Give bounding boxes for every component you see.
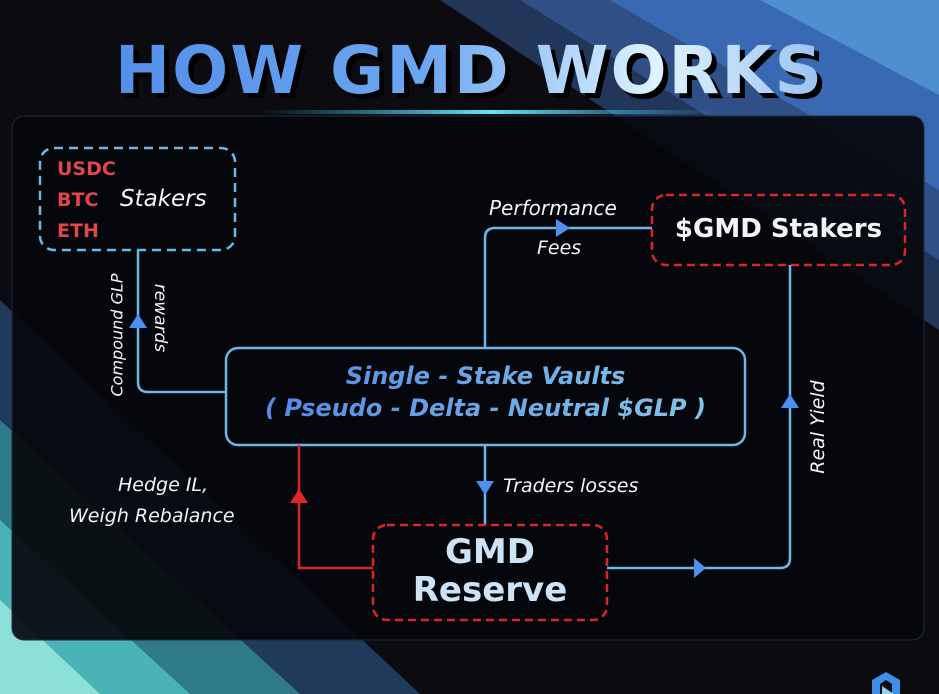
fees-connector <box>483 226 652 348</box>
hedge-connector <box>297 445 373 570</box>
page-title: HOW GMD WORKS <box>0 32 939 109</box>
real-yield-connector <box>607 265 792 570</box>
hedge-label: Hedge IL, <box>118 474 209 496</box>
arrow-up-icon <box>129 314 147 328</box>
diagram-panel <box>11 115 925 641</box>
real-yield-label: Real Yield <box>807 380 829 474</box>
reserve-box <box>371 523 609 622</box>
asset-eth: ETH <box>57 220 99 242</box>
gmd-stakers-label: $GMD Stakers <box>674 214 883 244</box>
fees-label: Fees <box>537 237 582 259</box>
rebalance-label: Weigh Rebalance <box>69 505 235 527</box>
compound-connector <box>136 250 226 394</box>
arrow-right-icon <box>556 219 570 237</box>
reserve-title: GMD <box>445 532 535 572</box>
arrow-right-icon <box>694 558 706 578</box>
asset-btc: BTC <box>57 189 99 211</box>
asset-usdc: USDC <box>57 158 116 180</box>
arrow-up-icon <box>781 394 799 408</box>
reserve-subtitle: Reserve <box>412 570 568 610</box>
gmd-logo-icon <box>872 672 900 694</box>
vault-subtitle: ( Pseudo - Delta - Neutral $GLP ) <box>226 394 745 422</box>
arrow-down-icon <box>476 481 494 495</box>
arrow-up-icon <box>290 489 308 503</box>
performance-label: Performance <box>489 196 617 220</box>
vault-title: Single - Stake Vaults <box>226 362 745 390</box>
title-underline-glow <box>260 110 720 114</box>
compound-glp-label: Compound GLP <box>107 273 127 397</box>
rewards-label: rewards <box>150 283 170 353</box>
stakers-label: Stakers <box>120 186 207 212</box>
gmd-stakers-box <box>650 193 907 267</box>
traders-losses-label: Traders losses <box>503 475 639 497</box>
